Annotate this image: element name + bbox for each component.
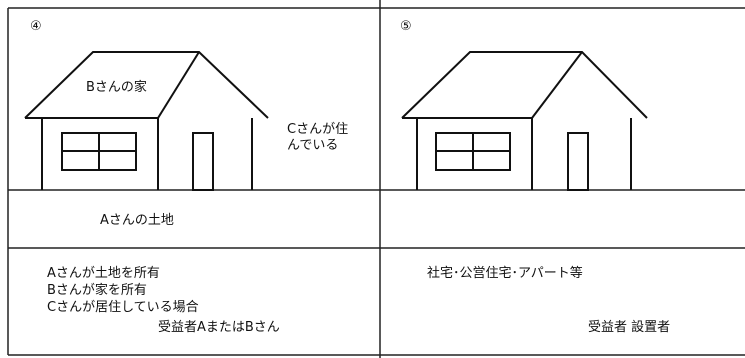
grid-lines xyxy=(7,0,745,358)
panel-4-result: 受益者AまたはBさん xyxy=(158,320,280,335)
panel-4-desc-line2: Bさんが家を所有 xyxy=(47,283,147,298)
panel-5-result: 受益者 設置者 xyxy=(588,320,671,335)
house-b-illustration xyxy=(24,51,269,191)
panel-4-desc-line3: Cさんが居住している場合 xyxy=(47,300,199,315)
panel-4-desc-line1: Aさんが土地を所有 xyxy=(47,266,160,281)
house-company-illustration xyxy=(401,51,648,191)
panel-5-number: ⑤ xyxy=(400,19,412,34)
c-resident-label-line2: んでいる xyxy=(287,138,339,153)
land-a-label: Aさんの土地 xyxy=(100,213,174,228)
house-b-label: Bさんの家 xyxy=(86,80,147,95)
panel-5-desc-line1: 社宅･公営住宅･アパート等 xyxy=(427,266,583,281)
c-resident-label-line1: Cさんが住 xyxy=(287,122,349,137)
panel-4-number: ④ xyxy=(30,19,42,34)
